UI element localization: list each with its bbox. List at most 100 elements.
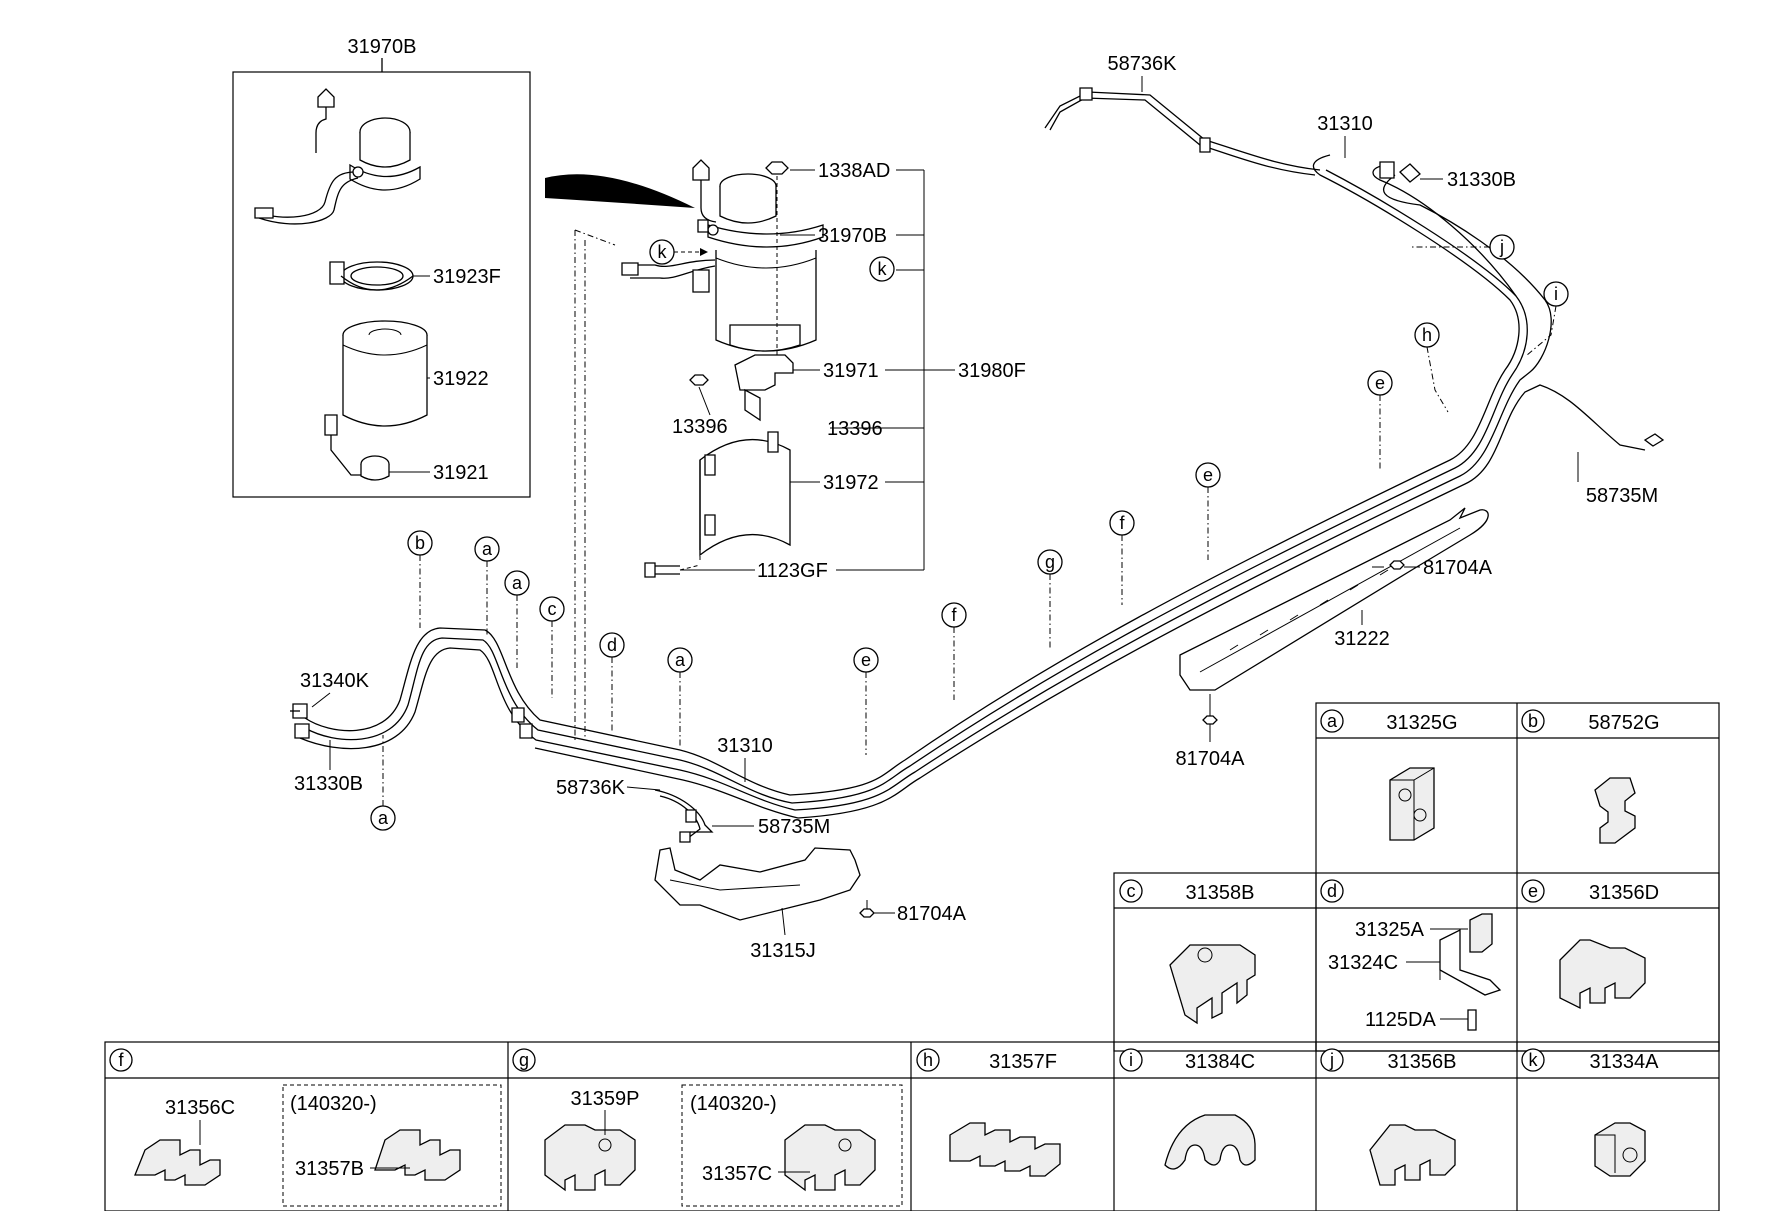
- filter-cartridge-part[interactable]: 31922: [342, 320, 489, 427]
- svg-text:i: i: [1554, 284, 1558, 304]
- callout-i[interactable]: i: [1526, 281, 1569, 356]
- callout-h[interactable]: h: [1414, 322, 1449, 413]
- svg-text:h: h: [1422, 325, 1432, 345]
- legend-cell-g[interactable]: g 31359P (140320-) 31357C: [512, 1048, 876, 1192]
- filter-exploded-box: 31970B 31923F: [232, 36, 531, 498]
- svg-text:31358B: 31358B: [1186, 882, 1255, 904]
- svg-text:b: b: [415, 533, 425, 553]
- svg-text:k: k: [1529, 1050, 1539, 1070]
- nut-13396[interactable]: 13396: [672, 374, 728, 438]
- callout-a-4[interactable]: a: [370, 735, 396, 831]
- label-58736K-mid: 58736K: [556, 777, 626, 799]
- svg-text:g: g: [519, 1050, 529, 1070]
- label-31310-mid: 31310: [717, 735, 773, 757]
- label-31310-top: 31310: [1317, 113, 1373, 135]
- callout-j[interactable]: j: [1410, 234, 1515, 260]
- callout-f-1[interactable]: f: [941, 602, 967, 700]
- callout-e-1[interactable]: e: [853, 647, 879, 755]
- svg-text:e: e: [1375, 373, 1385, 393]
- label-58735M-mid: 58735M: [758, 816, 830, 838]
- svg-text:31357F: 31357F: [989, 1051, 1057, 1073]
- callout-b[interactable]: b: [407, 530, 433, 628]
- nut-1338AD[interactable]: [765, 161, 789, 356]
- label-1123GF: 1123GF: [757, 560, 828, 582]
- svg-text:e: e: [1528, 881, 1538, 901]
- svg-text:(140320-): (140320-): [690, 1093, 777, 1115]
- label-31971: 31971: [823, 360, 879, 382]
- svg-text:31357C: 31357C: [702, 1163, 772, 1185]
- fuel-filter-assembly[interactable]: [621, 159, 824, 352]
- legend-cell-d[interactable]: d 31325A 31324C 1125DA: [1320, 879, 1502, 1031]
- seal-ring-part[interactable]: 31923F: [329, 261, 501, 291]
- callout-d[interactable]: d: [599, 632, 625, 732]
- svg-text:e: e: [1203, 465, 1213, 485]
- svg-text:a: a: [512, 573, 523, 593]
- svg-text:31324C: 31324C: [1328, 952, 1398, 974]
- callout-f-2[interactable]: f: [1109, 510, 1135, 605]
- label-31330B-top: 31330B: [1447, 169, 1516, 191]
- svg-text:31359P: 31359P: [571, 1088, 640, 1110]
- label-31330B-left: 31330B: [294, 773, 363, 795]
- legend-cell-k[interactable]: k 31334A: [1521, 1048, 1659, 1177]
- label-58736K-top: 58736K: [1108, 53, 1178, 75]
- callout-k-right-letter: k: [878, 259, 888, 279]
- assembly-arrow: [545, 174, 695, 208]
- filter-box-title: 31970B: [348, 36, 417, 58]
- bolt-1123GF[interactable]: [644, 562, 701, 578]
- callout-a-2[interactable]: a: [504, 570, 530, 668]
- label-31340K: 31340K: [300, 670, 370, 692]
- legend-cell-h[interactable]: h 31357F: [916, 1048, 1061, 1177]
- callout-a-1[interactable]: a: [474, 536, 500, 635]
- legend-cell-j[interactable]: j 31356B: [1320, 1048, 1456, 1186]
- callout-a-3[interactable]: a: [667, 647, 693, 748]
- fuel-lines[interactable]: [290, 87, 1665, 843]
- callout-c[interactable]: c: [539, 596, 565, 698]
- label-31972: 31972: [823, 472, 879, 494]
- callout-e-2[interactable]: e: [1195, 462, 1221, 560]
- legend-cell-f[interactable]: f 31356C (140320-) 31357B: [109, 1048, 461, 1186]
- legend-cell-a[interactable]: a 31325G: [1320, 709, 1458, 841]
- label-31315J: 31315J: [750, 940, 816, 962]
- svg-text:d: d: [607, 635, 617, 655]
- legend-cell-e[interactable]: e 31356D: [1521, 879, 1659, 1010]
- svg-text:i: i: [1129, 1050, 1133, 1070]
- svg-text:31356D: 31356D: [1589, 882, 1659, 904]
- callout-circles: b a a c d a e f g f e e h i j a: [370, 234, 1569, 831]
- label-13396-bracket: 13396: [827, 418, 883, 440]
- svg-text:1125DA: 1125DA: [1365, 1009, 1436, 1031]
- clamp-31972[interactable]: [699, 431, 791, 560]
- water-sensor-part[interactable]: 31921: [324, 414, 489, 484]
- svg-text:c: c: [1127, 881, 1136, 901]
- svg-text:(140320-): (140320-): [290, 1093, 377, 1115]
- svg-text:31356C: 31356C: [165, 1097, 235, 1119]
- svg-text:d: d: [1327, 881, 1337, 901]
- label-31222: 31222: [1334, 628, 1390, 650]
- legend-cell-b[interactable]: b 58752G: [1521, 709, 1660, 844]
- svg-text:h: h: [923, 1050, 933, 1070]
- svg-text:31325A: 31325A: [1355, 919, 1425, 941]
- filter-head[interactable]: [254, 88, 421, 225]
- callout-e-3[interactable]: e: [1367, 370, 1393, 470]
- callout-k-right-circle[interactable]: [869, 256, 895, 282]
- heat-shield-31222[interactable]: 31222 81704A 81704A: [1176, 507, 1493, 770]
- label-81704A-lower: 81704A: [897, 903, 967, 925]
- label-81704A-bottom: 81704A: [1176, 748, 1246, 770]
- label-31923F: 31923F: [433, 266, 501, 288]
- legend-cell-i[interactable]: i 31384C: [1119, 1048, 1256, 1170]
- label-81704A-right: 81704A: [1423, 557, 1493, 579]
- label-31921: 31921: [433, 462, 489, 484]
- label-13396-loose: 13396: [672, 416, 728, 438]
- legend-cell-c[interactable]: c 31358B: [1119, 879, 1256, 1025]
- svg-text:f: f: [1119, 513, 1125, 533]
- main-labels: 58736K 31310 31330B 58735M 31340K 31330B…: [294, 53, 1658, 838]
- bracket-31971[interactable]: [734, 354, 794, 422]
- callout-g[interactable]: g: [1037, 549, 1063, 648]
- svg-text:a: a: [675, 650, 686, 670]
- filter-assembly: 13396 k: [621, 159, 1026, 582]
- svg-text:f: f: [951, 605, 957, 625]
- svg-text:f: f: [118, 1050, 124, 1070]
- label-31970B-assy: 31970B: [818, 225, 887, 247]
- heat-shield-31315J[interactable]: 81704A 31315J: [654, 847, 967, 962]
- svg-text:j: j: [1499, 237, 1504, 257]
